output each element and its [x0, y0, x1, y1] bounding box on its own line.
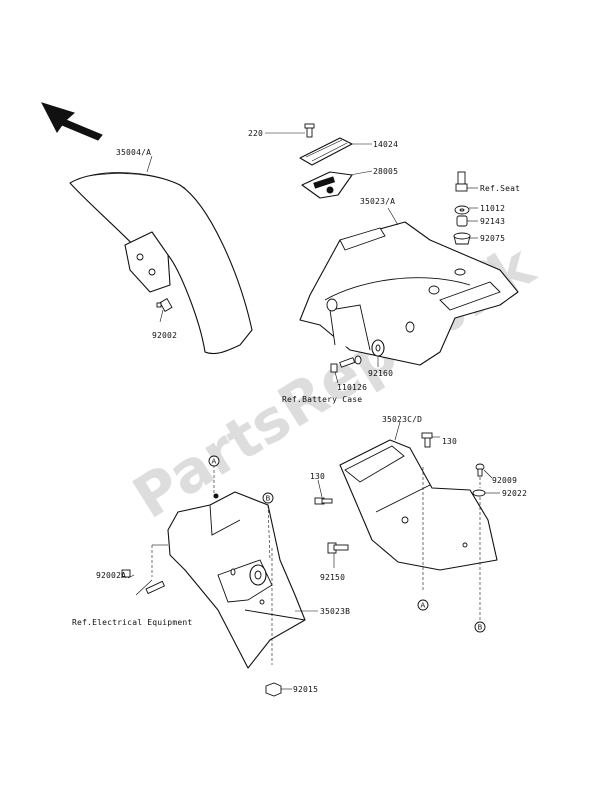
bolt-92150: [327, 542, 349, 554]
ref-b-label: B: [266, 495, 271, 503]
bolt-92002a: [121, 569, 166, 595]
bolt-220: [304, 123, 315, 138]
nut-92015: [265, 682, 282, 697]
label-92150: 92150: [320, 573, 345, 582]
ref-b-label: B: [478, 624, 483, 632]
ref-circle-b-sub: B: [474, 621, 486, 633]
label-92075: 92075: [480, 234, 505, 243]
label-220: 220: [248, 129, 263, 138]
grommet-92075: [453, 232, 471, 245]
label-14024: 14024: [373, 140, 398, 149]
label-35023a: 35023/A: [360, 197, 395, 206]
label-ref-battery-case: Ref.Battery Case: [282, 395, 362, 404]
front-fender: [69, 172, 253, 355]
label-35004: 35004/A: [116, 148, 151, 157]
front-direction-arrow-icon: [41, 102, 103, 141]
washer-92022: [472, 489, 486, 497]
label-92002: 92002: [152, 331, 177, 340]
ref-circle-a-sub: A: [417, 599, 429, 611]
washer-11012: [454, 205, 470, 215]
bolt-92002: [156, 298, 173, 312]
bolt-130-top: [421, 432, 433, 448]
label-130-left: 130: [310, 472, 325, 481]
rear-fender-35023cd: [339, 439, 498, 571]
washer-110126: [354, 355, 362, 365]
ref-a-label: A: [212, 458, 217, 466]
label-92160: 92160: [368, 369, 393, 378]
rear-fender-35023b: [167, 491, 306, 669]
ref-a-label: A: [421, 602, 426, 610]
label-35023b: 35023B: [320, 607, 350, 616]
label-92015: 92015: [293, 685, 318, 694]
label-92022: 92022: [502, 489, 527, 498]
bolt-130-left: [314, 497, 333, 505]
ref-circle-b-rear: B: [262, 492, 274, 504]
label-92009: 92009: [492, 476, 517, 485]
ref-circle-a-rear: A: [208, 455, 220, 467]
bolt-92009: [475, 463, 485, 477]
rubber-strip-14024: [299, 137, 353, 166]
label-ref-electrical-equipment: Ref.Electrical Equipment: [72, 618, 192, 627]
label-130-top: 130: [442, 437, 457, 446]
label-ref-seat: Ref.Seat: [480, 184, 520, 193]
bracket-28005: [301, 171, 353, 199]
label-35023cd: 35023C/D: [382, 415, 422, 424]
label-110126: 110126: [337, 383, 367, 392]
label-11012: 11012: [480, 204, 505, 213]
label-92143: 92143: [480, 217, 505, 226]
label-92002a: 92002A: [96, 571, 126, 580]
bolt-ref-seat: [455, 171, 468, 192]
bolt-110126: [330, 357, 356, 373]
battery-case-35023a: [299, 221, 519, 366]
label-28005: 28005: [373, 167, 398, 176]
part-labels: 35004/A 220 14024 28005 Ref.Seat 35023/A…: [72, 129, 527, 694]
damper-92160: [371, 339, 385, 357]
collar-92143: [456, 215, 468, 227]
